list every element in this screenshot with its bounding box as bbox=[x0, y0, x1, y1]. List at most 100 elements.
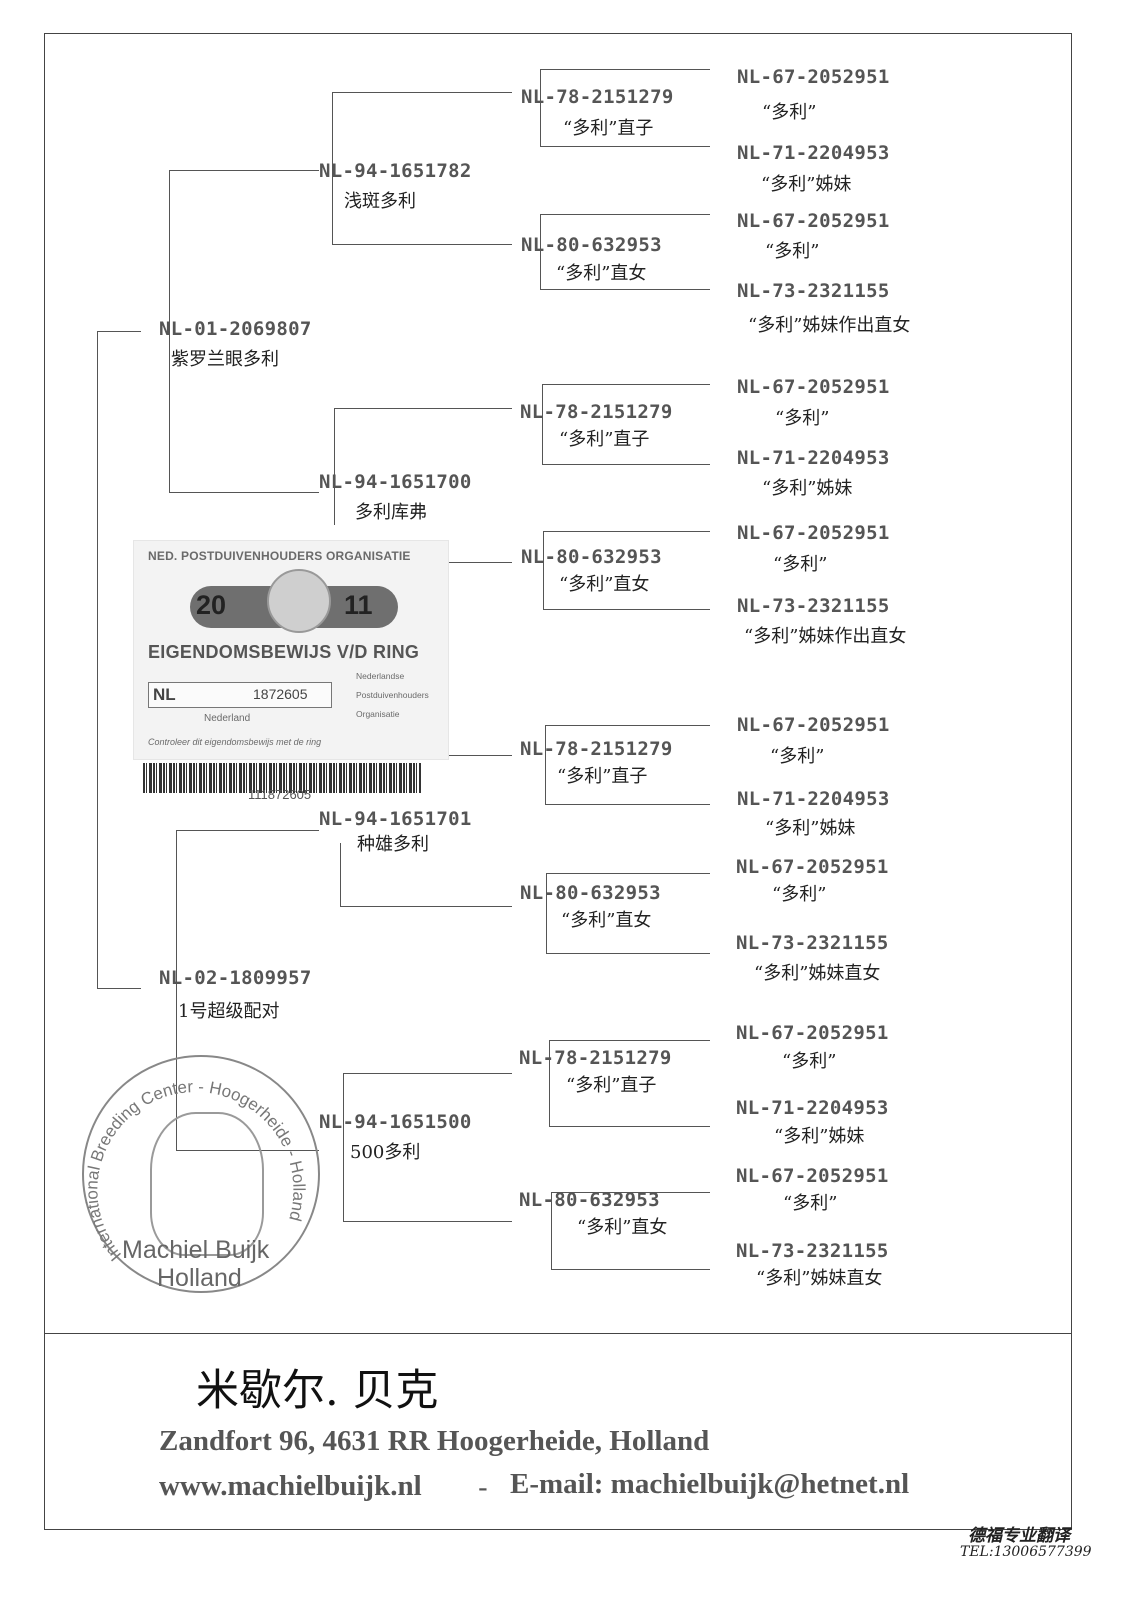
document-frame bbox=[44, 33, 1072, 1530]
ring-number: NL-71-2204953 bbox=[737, 788, 890, 810]
email-link[interactable]: E-mail: machielbuijk@hetnet.nl bbox=[510, 1468, 910, 1500]
pigeon-name: “多利”直子 bbox=[563, 118, 654, 139]
ring-number: NL-78-2151279 bbox=[519, 1047, 672, 1069]
ring-number: NL-01-2069807 bbox=[159, 318, 312, 340]
tree-connector bbox=[332, 92, 333, 244]
tree-connector bbox=[545, 804, 710, 805]
tree-connector bbox=[540, 146, 710, 147]
ring-number: NL-80-632953 bbox=[520, 882, 661, 904]
stamp-arc-text: International Breeding Center - Hoogerhe… bbox=[82, 1077, 308, 1265]
breeder-address: Zandfort 96, 4631 RR Hoogerheide, Hollan… bbox=[159, 1425, 710, 1457]
translator-tel: TEL:13006577399 bbox=[960, 1544, 1092, 1560]
tree-connector bbox=[543, 609, 710, 610]
pigeon-name: “多利”姊妹作出直女 bbox=[744, 626, 907, 647]
card-org-line: Organisatie bbox=[356, 709, 400, 719]
card-title: EIGENDOMSBEWIJS V/D RING bbox=[148, 642, 420, 662]
tree-connector bbox=[340, 843, 341, 906]
pigeon-name: “多利”姊妹作出直女 bbox=[748, 315, 911, 336]
card-ring-number: 1872605 bbox=[253, 686, 308, 702]
tree-connector bbox=[332, 244, 512, 245]
tree-connector bbox=[546, 953, 710, 954]
card-year-right: 11 bbox=[344, 590, 373, 620]
pigeon-name: “多利”直女 bbox=[561, 910, 652, 931]
ring-number: NL-73-2321155 bbox=[736, 1240, 889, 1262]
pigeon-name: 紫罗兰眼多利 bbox=[171, 349, 279, 370]
tree-connector bbox=[440, 562, 512, 563]
pigeon-name: 浅斑多利 bbox=[344, 191, 416, 212]
tree-connector bbox=[169, 492, 319, 493]
ring-number: NL-67-2052951 bbox=[737, 66, 890, 88]
tree-connector bbox=[169, 170, 170, 492]
ring-number: NL-67-2052951 bbox=[737, 210, 890, 232]
footer-divider bbox=[44, 1333, 1072, 1334]
barcode-number: 111872605 bbox=[248, 787, 312, 802]
pigeon-name: 种雄多利 bbox=[357, 834, 429, 855]
ring-number: NL-78-2151279 bbox=[521, 86, 674, 108]
tree-connector bbox=[542, 464, 710, 465]
tree-connector bbox=[543, 531, 544, 609]
pigeon-name: 1号超级配对 bbox=[178, 1001, 280, 1022]
ring-number: NL-67-2052951 bbox=[736, 1022, 889, 1044]
breeder-stamp bbox=[82, 1055, 320, 1293]
ring-number: NL-02-1809957 bbox=[159, 967, 312, 989]
pigeon-name: “多利” bbox=[772, 884, 827, 905]
tree-connector bbox=[540, 289, 710, 290]
stamp-name-line1: Machiel Buijk bbox=[122, 1236, 270, 1264]
tree-connector bbox=[545, 725, 710, 726]
tree-connector bbox=[540, 69, 541, 146]
tree-connector bbox=[340, 906, 512, 907]
tree-connector bbox=[551, 1269, 710, 1270]
tree-connector bbox=[551, 1192, 552, 1269]
pigeon-name: “多利”姊妹直女 bbox=[754, 963, 881, 984]
ring-number: NL-73-2321155 bbox=[737, 595, 890, 617]
ring-number: NL-71-2204953 bbox=[736, 1097, 889, 1119]
barcode bbox=[143, 763, 421, 793]
tree-connector bbox=[543, 531, 710, 532]
pigeon-name: “多利”姊妹 bbox=[762, 478, 853, 499]
ring-number: NL-67-2052951 bbox=[737, 522, 890, 544]
pigeon-name: “多利”姊妹 bbox=[765, 818, 856, 839]
pigeon-name: “多利”直女 bbox=[559, 574, 650, 595]
ring-number: NL-67-2052951 bbox=[737, 714, 890, 736]
tree-connector bbox=[549, 1040, 710, 1041]
tree-connector bbox=[332, 92, 512, 93]
tree-connector bbox=[334, 408, 335, 525]
footer-separator: - bbox=[478, 1470, 488, 1504]
card-ring-box: NL 1872605 bbox=[148, 682, 332, 708]
ring-number: NL-80-632953 bbox=[521, 546, 662, 568]
tree-connector bbox=[540, 69, 710, 70]
translator-name: 德福专业翻译 bbox=[968, 1526, 1070, 1546]
ring-number: NL-67-2052951 bbox=[736, 1165, 889, 1187]
tree-connector bbox=[343, 1221, 512, 1222]
tree-connector bbox=[343, 1073, 344, 1221]
card-country-code: NL bbox=[153, 685, 176, 704]
pigeon-name: “多利” bbox=[775, 408, 830, 429]
pigeon-name: “多利”姊妹 bbox=[774, 1126, 865, 1147]
website-link[interactable]: www.machielbuijk.nl bbox=[159, 1470, 422, 1502]
bird-of-prey-icon bbox=[150, 1112, 264, 1256]
tree-connector bbox=[176, 830, 319, 831]
ring-number: NL-67-2052951 bbox=[736, 856, 889, 878]
ring-ownership-card: NED. POSTDUIVENHOUDERS ORGANISATIE 20 11… bbox=[133, 540, 449, 760]
pigeon-name: “多利” bbox=[773, 554, 828, 575]
tree-connector bbox=[97, 331, 141, 332]
tree-connector bbox=[546, 873, 547, 953]
ring-number: NL-94-1651700 bbox=[319, 471, 472, 493]
pigeon-name: “多利”姊妹 bbox=[761, 174, 852, 195]
card-org-line: Postduivenhouders bbox=[356, 690, 429, 700]
pigeon-name: “多利”姊妹直女 bbox=[756, 1268, 883, 1289]
pigeon-name: “多利” bbox=[782, 1051, 837, 1072]
tree-connector bbox=[542, 384, 543, 464]
card-country: Nederland bbox=[204, 713, 251, 724]
card-org: Nederlandse Postduivenhouders Organisati… bbox=[356, 667, 429, 724]
ring-number: NL-71-2204953 bbox=[737, 447, 890, 469]
pigeon-name: “多利”直子 bbox=[559, 429, 650, 450]
tree-connector bbox=[540, 214, 710, 215]
tree-connector bbox=[97, 988, 141, 989]
card-year-left: 20 bbox=[196, 590, 227, 620]
ring-number: NL-78-2151279 bbox=[520, 401, 673, 423]
pigeon-name: “多利” bbox=[765, 241, 820, 262]
ring-number: NL-71-2204953 bbox=[737, 142, 890, 164]
lion-crest-icon bbox=[267, 569, 331, 633]
breeder-name: 米歇尔. 贝克 bbox=[196, 1366, 439, 1416]
